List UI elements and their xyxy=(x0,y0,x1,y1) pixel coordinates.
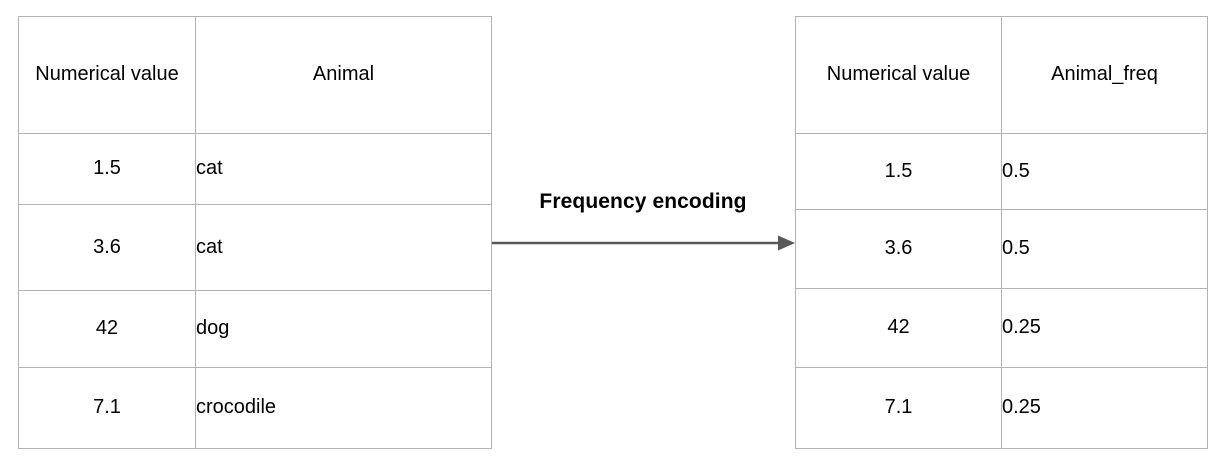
table-header-row: Numerical value Animal xyxy=(18,16,492,134)
cell-animal-freq: 0.25 xyxy=(1001,288,1208,368)
cell-numerical-value: 42 xyxy=(795,288,1002,368)
cell-numerical-value: 1.5 xyxy=(795,133,1002,210)
table-row: 7.1 0.25 xyxy=(795,367,1208,449)
cell-numerical-value: 7.1 xyxy=(18,367,196,449)
cell-numerical-value: 1.5 xyxy=(18,133,196,205)
table-row: 42 0.25 xyxy=(795,288,1208,368)
transform-label: Frequency encoding xyxy=(539,190,747,213)
encoded-table: Numerical value Animal_freq 1.5 0.5 3.6 … xyxy=(795,16,1208,449)
cell-animal-freq: 0.25 xyxy=(1001,367,1208,449)
cell-animal-freq: 0.5 xyxy=(1001,133,1208,210)
table-row: 42 dog xyxy=(18,290,492,368)
cell-animal: cat xyxy=(195,204,492,291)
table-row: 3.6 cat xyxy=(18,204,492,291)
table-row: 1.5 0.5 xyxy=(795,133,1208,210)
cell-animal: cat xyxy=(195,133,492,205)
cell-numerical-value: 3.6 xyxy=(795,209,1002,289)
arrow-right-icon xyxy=(492,235,795,251)
column-header-animal-freq: Animal_freq xyxy=(1001,16,1208,134)
cell-animal: dog xyxy=(195,290,492,368)
cell-numerical-value: 7.1 xyxy=(795,367,1002,449)
column-header-numerical-value: Numerical value xyxy=(18,16,196,134)
column-header-animal: Animal xyxy=(195,16,492,134)
cell-animal-freq: 0.5 xyxy=(1001,209,1208,289)
table-row: 1.5 cat xyxy=(18,133,492,205)
cell-numerical-value: 42 xyxy=(18,290,196,368)
table-header-row: Numerical value Animal_freq xyxy=(795,16,1208,134)
source-table: Numerical value Animal 1.5 cat 3.6 cat 4… xyxy=(18,16,492,449)
cell-animal: crocodile xyxy=(195,367,492,449)
cell-numerical-value: 3.6 xyxy=(18,204,196,291)
table-row: 7.1 crocodile xyxy=(18,367,492,449)
transform-group: Frequency encoding xyxy=(490,190,796,260)
table-row: 3.6 0.5 xyxy=(795,209,1208,289)
column-header-numerical-value: Numerical value xyxy=(795,16,1002,134)
